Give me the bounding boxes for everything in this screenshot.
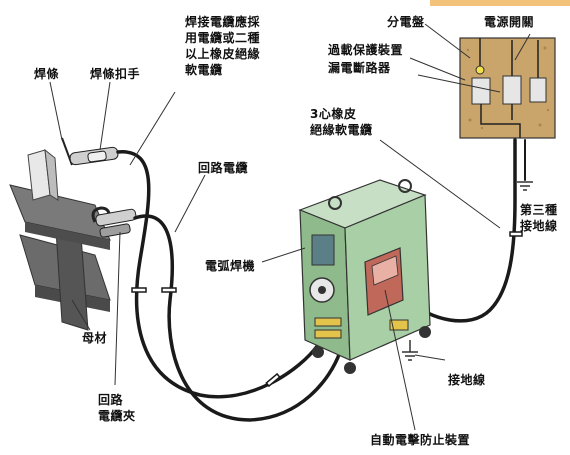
label-ground-wire: 接地線	[448, 373, 486, 387]
panel-earth-symbol	[517, 181, 533, 191]
welder-earth-symbol	[402, 340, 418, 361]
label-third-ground-wire: 第三種 接地線	[520, 203, 558, 233]
cable-ties	[131, 231, 523, 388]
label-return-cable: 回路電纜	[198, 161, 249, 175]
return-clamp-drawing	[95, 208, 137, 238]
label-arc-welder: 電弧焊機	[205, 259, 256, 273]
label-distribution-board: 分電盤	[387, 15, 425, 29]
label-base-metal: 母材	[82, 331, 108, 345]
label-auto-shock-prevention: 自動電擊防止裝置	[370, 433, 471, 447]
label-power-switch: 電源開關	[484, 15, 535, 29]
label-electrode-holder: 焊條扣手	[90, 67, 141, 81]
cables	[116, 138, 526, 422]
arc-welder-machine	[298, 179, 431, 374]
label-return-clamp: 回路 電纜夾	[98, 393, 136, 423]
label-three-core-cable: 3心橡皮 絕緣軟電纜	[310, 107, 373, 137]
base-metal-workpiece	[9, 148, 111, 331]
label-electrode: 焊條	[34, 67, 60, 81]
leader-lines	[49, 23, 531, 431]
label-overcurrent-device: 過載保護裝置	[328, 43, 404, 57]
label-leakage-breaker: 漏電斷路器	[328, 61, 391, 75]
label-cable-requirement: 焊接電纜應採 用電纜或二種 以上橡皮絕緣 軟電纜	[185, 15, 261, 77]
electrode-holder-drawing	[61, 137, 119, 166]
decorative-header-fragment	[430, 0, 570, 6]
distribution-panel	[459, 37, 556, 139]
